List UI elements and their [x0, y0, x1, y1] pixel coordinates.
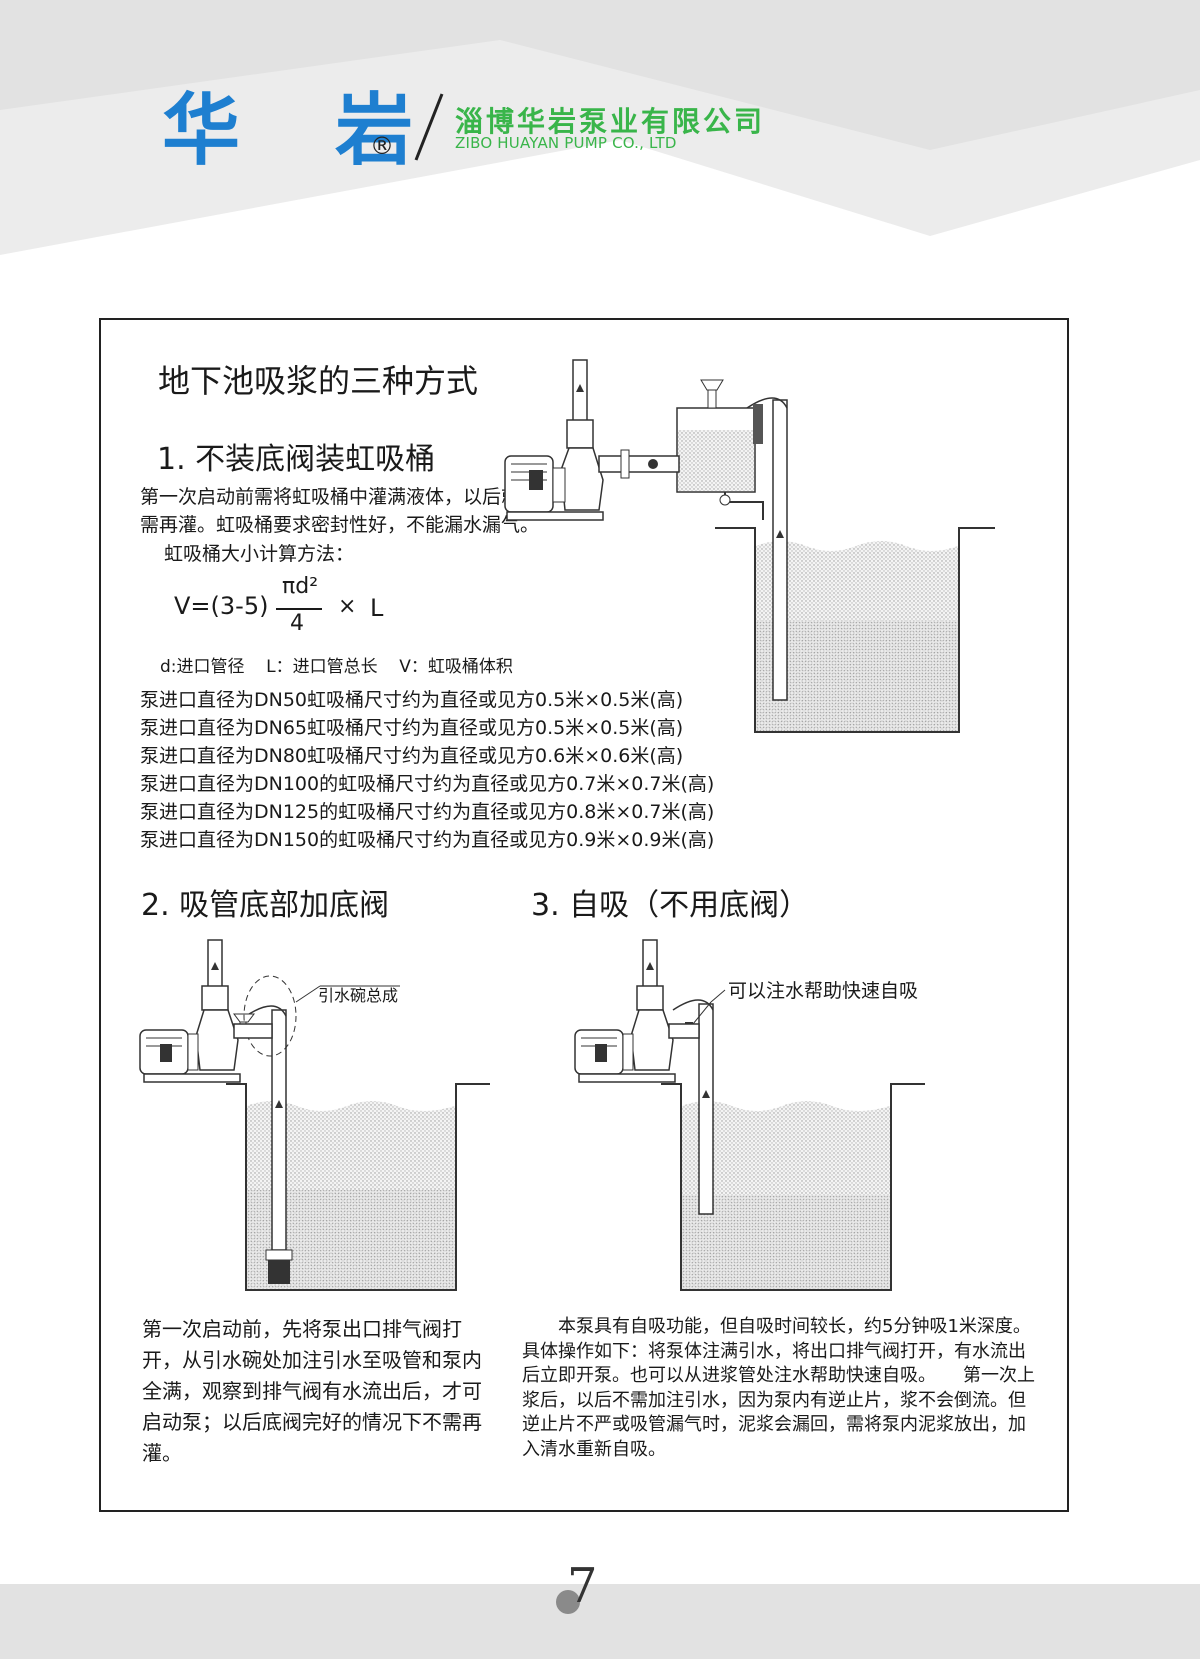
self-priming-diagram — [574, 939, 925, 1291]
section2-heading: 2. 吸管底部加底阀 — [141, 888, 390, 923]
page-title: 地下池吸浆的三种方式 — [158, 362, 479, 400]
page-number: 7 — [567, 1558, 598, 1614]
formula-fraction-bar — [276, 608, 322, 610]
formula-times: × — [338, 594, 357, 619]
company-name-cn: 淄博华岩泵业有限公司 — [455, 105, 766, 138]
section3-text: 本泵具有自吸功能，但自吸时间较长，约5分钟吸1米深度。具体操作如下：将泵体注满引… — [522, 1316, 1035, 1460]
footer-bar — [0, 1584, 1200, 1659]
siphon-tank-diagram — [504, 359, 995, 733]
header-background — [0, 0, 1200, 255]
foot-valve-diagram — [139, 939, 490, 1291]
brand-logo: 华 岩 — [162, 86, 448, 176]
size-row: 泵进口直径为DN50虹吸桶尺寸约为直径或见方0.5米×0.5米(高) — [140, 689, 684, 711]
section3-heading: 3. 自吸（不用底阀） — [531, 888, 810, 923]
formula-numerator: πd² — [282, 574, 319, 599]
section1-text-line2: 需再灌。虹吸桶要求密封性好，不能漏水漏气。 — [140, 514, 540, 536]
section1-text-line1: 第一次启动前需将虹吸桶中灌满液体，以后就不 — [140, 486, 540, 508]
size-row: 泵进口直径为DN80虹吸桶尺寸约为直径或见方0.6米×0.6米(高) — [140, 745, 684, 767]
formula-denominator: 4 — [290, 611, 304, 636]
priming-bowl-callout: 引水碗总成 — [318, 986, 399, 1005]
page-number-dot — [556, 1590, 580, 1614]
section2-text: 第一次启动前，先将泵出口排气阀打开，从引水碗处加注引水至吸管和泵内全满，观察到排… — [142, 1317, 482, 1465]
formula-legend: d:进口管径 L：进口管总长 V：虹吸桶体积 — [160, 657, 513, 677]
size-row: 泵进口直径为DN65虹吸桶尺寸约为直径或见方0.5米×0.5米(高) — [140, 717, 684, 739]
section1-calc-title: 虹吸桶大小计算方法： — [164, 543, 355, 565]
content-frame — [99, 318, 1069, 1512]
injection-callout: 可以注水帮助快速自吸 — [728, 980, 919, 1002]
company-name-en: ZIBO HUAYAN PUMP CO., LTD — [455, 134, 677, 152]
formula-l: L — [370, 594, 384, 622]
registered-mark: ® — [370, 132, 394, 160]
size-row: 泵进口直径为DN125的虹吸桶尺寸约为直径或见方0.8米×0.7米(高) — [140, 801, 715, 823]
logo-divider — [414, 93, 444, 161]
formula-prefix: V=(3-5) — [174, 592, 269, 620]
size-row: 泵进口直径为DN100的虹吸桶尺寸约为直径或见方0.7米×0.7米(高) — [140, 773, 715, 795]
section1-heading: 1. 不装底阀装虹吸桶 — [157, 442, 436, 477]
size-row: 泵进口直径为DN150的虹吸桶尺寸约为直径或见方0.9米×0.9米(高) — [140, 829, 715, 851]
